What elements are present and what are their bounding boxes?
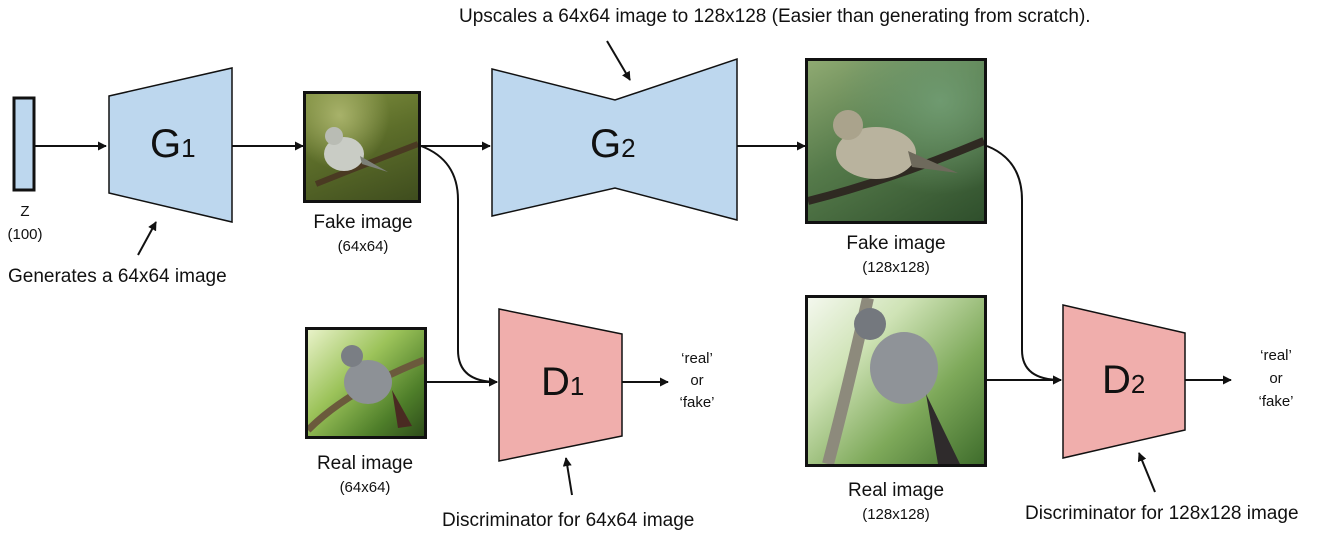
d2-label: D2 (1102, 358, 1146, 402)
d1-output-real: ‘real’ (681, 350, 713, 367)
real-image-128-size: (128x128) (862, 506, 930, 523)
d1-annotation: Discriminator for 64x64 image (442, 510, 695, 531)
arrow-fake64-to-d1 (420, 145, 498, 387)
real-image-64-title: Real image (316, 453, 414, 474)
g2-label: G2 (590, 122, 636, 166)
g2-block (491, 57, 738, 221)
pointer-d1-annotation (562, 457, 573, 496)
pointer-g1-annotation (137, 221, 157, 256)
fake-image-128-photo (805, 58, 987, 224)
real-image-64-photo (305, 327, 427, 439)
z-vector-name: Z (20, 203, 30, 220)
d2-output-fake: ‘fake’ (1258, 393, 1294, 410)
d1-output-fake: ‘fake’ (679, 394, 715, 411)
d2-output-real: ‘real’ (1260, 347, 1292, 364)
d2-block (1062, 304, 1186, 459)
pointer-d2-annotation (1137, 452, 1156, 493)
real-image-128-photo (805, 295, 987, 467)
fake-image-64-title: Fake image (313, 212, 413, 233)
pointer-g2-annotation (606, 40, 631, 81)
real-image-64-size: (64x64) (339, 479, 391, 496)
fake-image-128-title: Fake image (846, 233, 946, 254)
top-annotation: Upscales a 64x64 image to 128x128 (Easie… (459, 6, 1091, 27)
fake-image-64-size: (64x64) (337, 238, 389, 255)
fake-image-64-photo (303, 91, 421, 203)
z-vector-size: (100) (7, 226, 43, 243)
g1-block (108, 67, 233, 223)
d2-output-or: or (1269, 370, 1283, 387)
g1-annotation: Generates a 64x64 image (8, 266, 227, 287)
z-vector (12, 96, 36, 192)
real-image-128-title: Real image (847, 480, 945, 501)
d2-annotation: Discriminator for 128x128 image (1025, 503, 1299, 524)
arrow-fake128-to-d2 (986, 145, 1062, 385)
d1-output-or: or (690, 372, 704, 389)
fake-image-128-size: (128x128) (862, 259, 930, 276)
d1-label: D1 (541, 360, 585, 404)
g1-label: G1 (150, 122, 196, 166)
d1-block (498, 308, 623, 462)
